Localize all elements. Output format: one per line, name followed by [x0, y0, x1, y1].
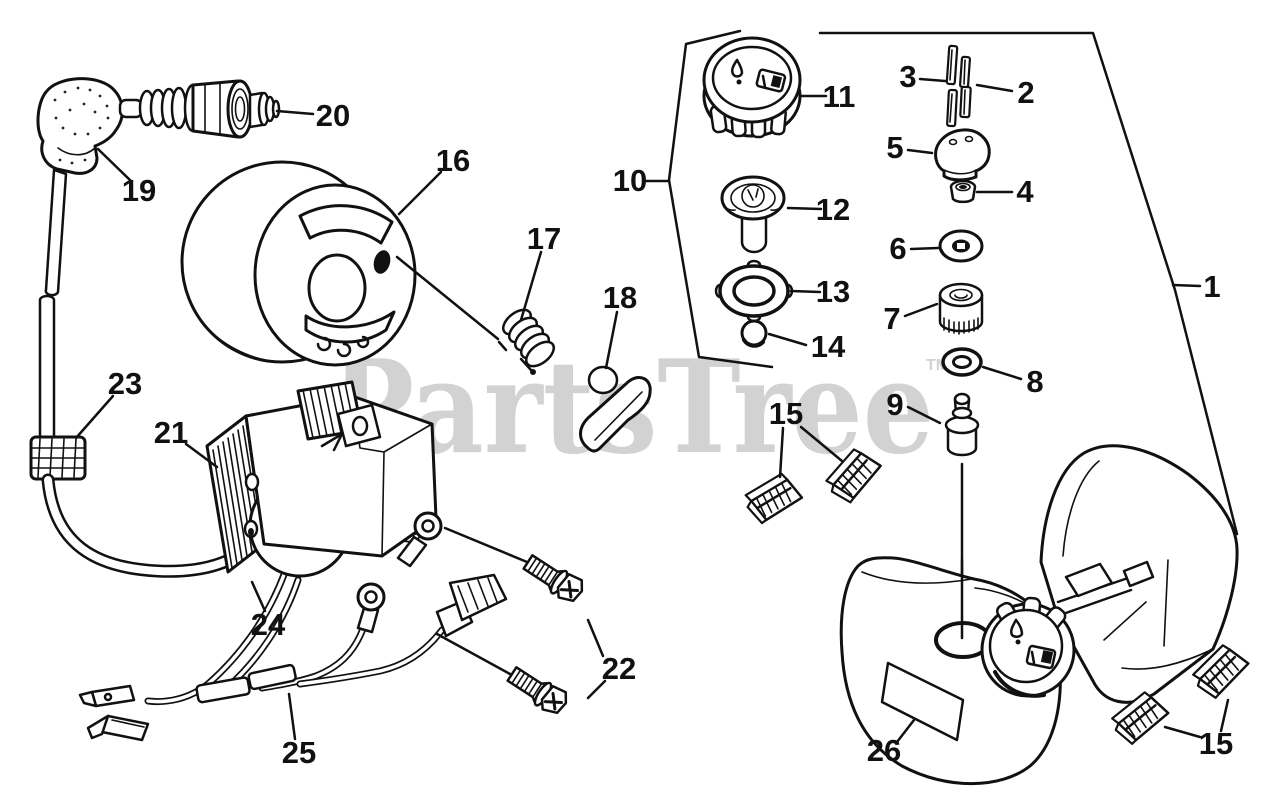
callout-25: 25 [282, 692, 316, 770]
callout-label: 16 [436, 143, 470, 178]
callout-16: 16 [397, 143, 470, 216]
callout-3: 3 [899, 59, 947, 94]
ring-terminal-lower [356, 582, 386, 634]
callout-label: 5 [886, 130, 903, 165]
callout-label: 6 [889, 231, 906, 266]
callout-20: 20 [275, 98, 350, 133]
callout-label: 15 [1199, 726, 1233, 761]
callout-15-mid: 15 [769, 396, 844, 479]
alignment-dot [530, 369, 536, 375]
callout-6: 6 [889, 231, 940, 266]
cup-seal [949, 179, 977, 204]
check-valve [944, 392, 980, 457]
callout-13: 13 [789, 274, 850, 309]
knob [579, 365, 652, 453]
callout-26: 26 [867, 718, 916, 768]
callout-2: 2 [975, 75, 1035, 110]
callout-label: 14 [811, 329, 846, 364]
callout-5: 5 [886, 130, 934, 165]
callout-label: 2 [1017, 75, 1034, 110]
callout-24: 24 [250, 580, 286, 642]
callout-7: 7 [883, 301, 939, 336]
callout-15-corner: 15 [1163, 698, 1233, 761]
fuel-cap-on-tank [980, 596, 1076, 698]
grommet [29, 435, 87, 481]
callout-label: 4 [1016, 174, 1034, 209]
assembly-lines [435, 526, 529, 676]
primer-base [934, 128, 991, 182]
callout-label: 26 [867, 733, 901, 768]
callout-label: 25 [282, 735, 316, 770]
callout-label: 13 [816, 274, 850, 309]
fuel-tank [839, 444, 1239, 786]
alignment-line [395, 255, 533, 372]
cap-retainer [714, 259, 794, 323]
callout-9: 9 [886, 387, 942, 425]
callout-10: 10 [613, 163, 670, 198]
spade-terminals [78, 684, 150, 742]
callout-14: 14 [767, 329, 846, 364]
spark-plug-boot [36, 77, 124, 175]
callout-label: 21 [154, 415, 188, 450]
callout-18: 18 [603, 280, 637, 370]
cap-valve [720, 175, 786, 254]
wire-sleeves [195, 663, 297, 704]
callout-11: 11 [798, 79, 856, 114]
check-ball [740, 319, 768, 348]
callout-label: 20 [316, 98, 350, 133]
washer-upper [938, 229, 984, 263]
needle-pins [945, 44, 972, 128]
fuel-filter [938, 282, 984, 335]
callout-label: 11 [823, 79, 856, 114]
callout-label: 17 [527, 221, 561, 256]
callout-label: 19 [122, 173, 156, 208]
fuel-cap [702, 36, 802, 139]
callout-label: 18 [603, 280, 637, 315]
callout-label: 10 [613, 163, 647, 198]
callout-22: 22 [586, 618, 636, 700]
callout-23: 23 [74, 366, 142, 440]
callout-label: 12 [816, 192, 850, 227]
bracket-1 [818, 31, 1239, 536]
callout-12: 12 [786, 192, 850, 227]
ring-terminal-upper [396, 511, 443, 568]
callout-label: 24 [251, 607, 286, 642]
callout-label: 9 [886, 387, 903, 422]
callout-label: 22 [602, 651, 636, 686]
callout-label: 23 [108, 366, 142, 401]
callout-4: 4 [975, 174, 1034, 209]
callout-1: 1 [1171, 269, 1221, 304]
flag-connector [435, 573, 508, 638]
callout-label: 1 [1203, 269, 1220, 304]
callout-21: 21 [154, 415, 219, 469]
callout-17: 17 [519, 221, 561, 322]
spring [497, 308, 556, 368]
callout-19: 19 [96, 147, 156, 208]
callout-label: 8 [1026, 364, 1043, 399]
washer-lower [941, 347, 983, 377]
callout-label: 15 [769, 396, 803, 431]
callout-8: 8 [981, 364, 1044, 399]
bracket-10 [667, 29, 774, 369]
flywheel [180, 160, 417, 367]
callout-label: 3 [899, 59, 916, 94]
callout-label: 7 [883, 301, 900, 336]
spark-plug [118, 79, 281, 139]
fuel-line [38, 168, 68, 439]
